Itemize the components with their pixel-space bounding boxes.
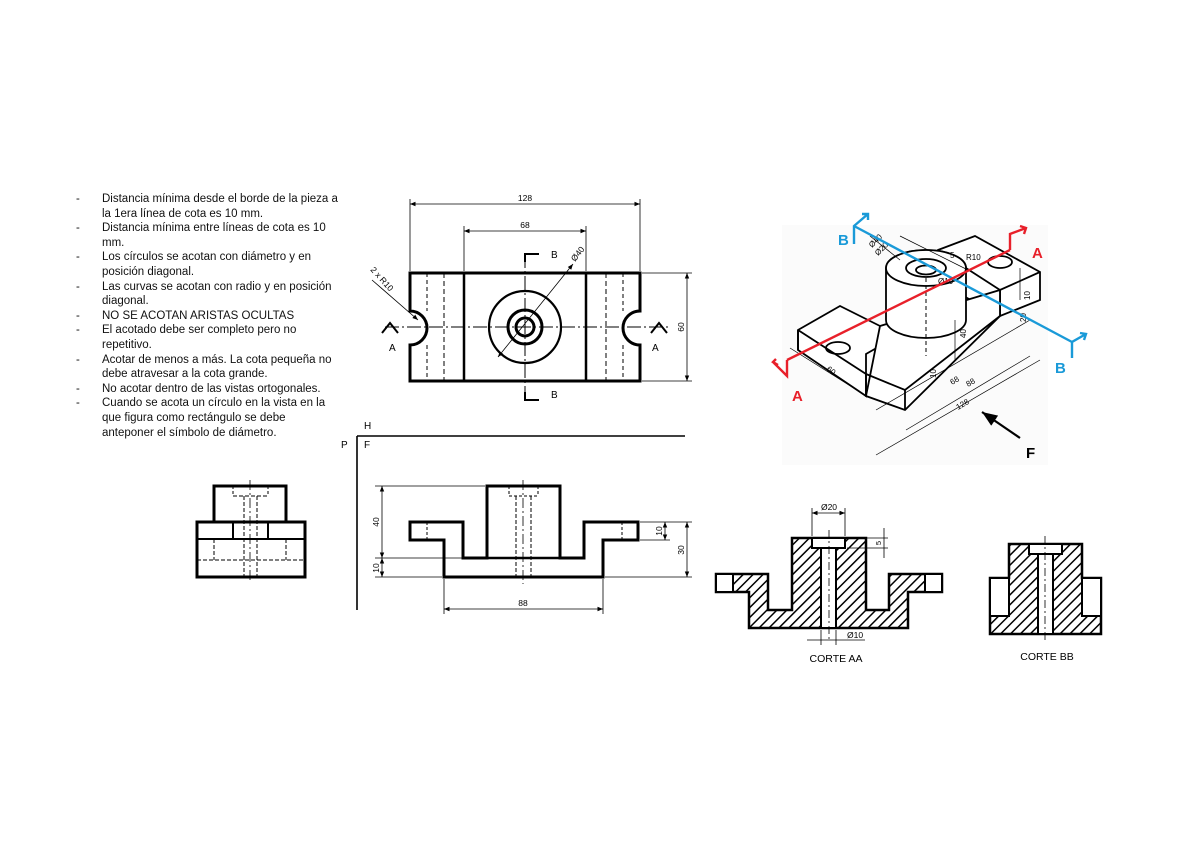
cut-label-a: A (652, 343, 659, 354)
section-aa-title: CORTE AA (810, 653, 863, 665)
iso-dim: 5 (950, 251, 955, 260)
front-view-outline (408, 484, 640, 579)
iso-dim: 10 (1023, 291, 1032, 300)
dim-68: 68 (520, 220, 530, 230)
rule-item: No acotar dentro de las vistas ortogonal… (76, 382, 338, 397)
rule-item: Los círculos se acotan con diámetro y en… (76, 250, 338, 279)
top-view: B B A A 128 68 60 Ø40 2 x R10 (369, 193, 692, 401)
dim-128: 128 (518, 193, 532, 203)
dim-88: 88 (518, 598, 528, 608)
dim-diameter-40: Ø40 (569, 244, 587, 263)
dim-10-right: 10 (654, 526, 664, 536)
plane-label-f: F (364, 440, 370, 451)
dim-10-left: 10 (371, 563, 381, 573)
iso-dim: 40 (959, 329, 968, 338)
plane-label-p: P (341, 440, 348, 451)
iso-cut-label-b: B (1055, 360, 1066, 377)
iso-cut-label-b: B (838, 232, 849, 249)
section-bb: CORTE BB (988, 536, 1103, 663)
rule-item: NO SE ACOTAN ARISTAS OCULTAS (76, 309, 338, 324)
plane-label-h: H (364, 421, 371, 432)
dim-60: 60 (676, 322, 686, 332)
iso-dim: 10 (929, 369, 938, 378)
dim-30: 30 (676, 545, 686, 555)
section-aa: Ø20 5 Ø10 CORTE AA (714, 502, 944, 665)
section-plane-markers: B B A A F (771, 212, 1088, 462)
iso-view-label-f: F (1026, 445, 1035, 462)
section-bb-title: CORTE BB (1020, 651, 1073, 663)
iso-cut-label-a: A (792, 388, 803, 405)
cut-label-a: A (389, 343, 396, 354)
profile-view (195, 480, 307, 582)
iso-dim: R10 (966, 253, 981, 262)
rule-item: Distancia mínima entre líneas de cota es… (76, 221, 338, 250)
isometric-view (782, 225, 1048, 465)
front-view: H P F 40 10 10 30 88 (341, 421, 692, 614)
top-view-outline (408, 271, 642, 383)
dimensioning-rules-list: Distancia mínima desde el borde de la pi… (76, 192, 338, 440)
dim-diameter-20: Ø20 (821, 502, 837, 512)
dim-5: 5 (874, 541, 883, 545)
iso-cut-label-a: A (1032, 245, 1043, 262)
rule-item: El acotado debe ser completo pero no rep… (76, 323, 338, 352)
rule-item: Cuando se acota un círculo en la vista e… (76, 396, 338, 440)
dim-diameter-10: Ø10 (847, 630, 863, 640)
cut-label-b: B (551, 390, 558, 401)
dim-40: 40 (371, 517, 381, 527)
rule-item: Las curvas se acotan con radio y en posi… (76, 280, 338, 309)
rule-item: Acotar de menos a más. La cota pequeña n… (76, 353, 338, 382)
cut-label-b: B (551, 250, 558, 261)
rule-item: Distancia mínima desde el borde de la pi… (76, 192, 338, 221)
